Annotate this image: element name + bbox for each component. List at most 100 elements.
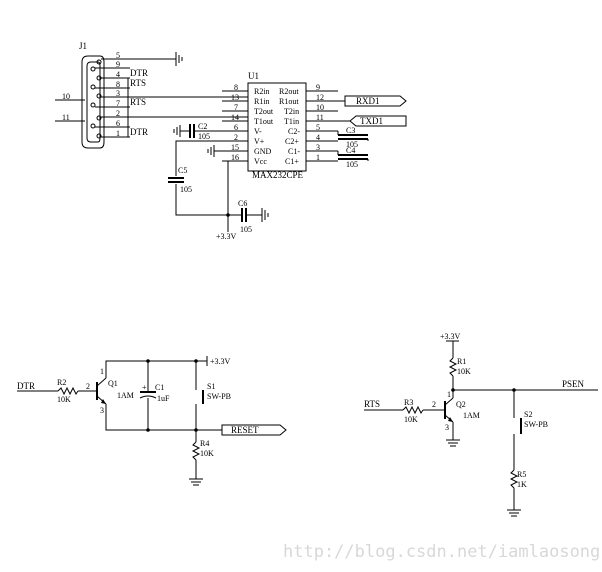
capacitor-c1: + C1 1uF bbox=[139, 383, 170, 403]
svg-text:1: 1 bbox=[447, 390, 451, 399]
connector-net-label: RTS bbox=[130, 78, 146, 88]
svg-text:TXD1: TXD1 bbox=[360, 116, 383, 126]
ic-pin-name: V+ bbox=[254, 137, 265, 146]
svg-text:105: 105 bbox=[346, 140, 358, 149]
connector-ref: J1 bbox=[79, 41, 87, 51]
svg-text:105: 105 bbox=[240, 225, 252, 234]
resistor-r1: R1 10K bbox=[448, 357, 471, 377]
svg-text:Q2: Q2 bbox=[456, 400, 466, 409]
capacitor-c6: C6 105 bbox=[228, 199, 262, 234]
ic-u1: U1 MAX232CPE 8 13 7 14 6 2 15 16 R2in R1… bbox=[222, 71, 338, 180]
ic-pin-number: 13 bbox=[231, 93, 239, 102]
connector-pin-number: 7 bbox=[116, 99, 120, 108]
ic-pin-name: T2out bbox=[254, 107, 274, 116]
capacitor-c3: C3 105 bbox=[337, 126, 369, 149]
wire-label: 10 bbox=[62, 92, 70, 101]
connector-net-label: DTR bbox=[130, 127, 148, 137]
svg-text:1: 1 bbox=[100, 367, 104, 376]
svg-text:C6: C6 bbox=[238, 199, 247, 208]
ground-symbol-q2 bbox=[446, 439, 460, 447]
svg-text:R2: R2 bbox=[57, 378, 66, 387]
svg-text:C2: C2 bbox=[198, 122, 207, 131]
dtr-net-label: DTR bbox=[17, 381, 35, 391]
connector-pin-circles bbox=[90, 59, 102, 139]
ic-pin-number: 1 bbox=[316, 153, 320, 162]
ic-pin-name: R2out bbox=[279, 87, 299, 96]
svg-text:S2: S2 bbox=[524, 410, 532, 419]
ic-pin-number: 12 bbox=[316, 93, 324, 102]
connector-pin-number: 2 bbox=[116, 109, 120, 118]
svg-text:3: 3 bbox=[100, 406, 104, 415]
watermark: http://blog.csdn.net/iamlaosong bbox=[283, 542, 600, 562]
ic-pin-number: 5 bbox=[316, 123, 320, 132]
connector-net-label: RTS bbox=[130, 97, 146, 107]
svg-text:2: 2 bbox=[432, 400, 436, 409]
capacitor-c5: C5 105 bbox=[168, 166, 192, 194]
svg-text:R1: R1 bbox=[457, 357, 466, 366]
transistor-q1: 2 Q1 1AM 1 3 bbox=[86, 367, 134, 415]
ground-symbol-c6 bbox=[261, 208, 269, 222]
svg-text:S1: S1 bbox=[207, 382, 215, 391]
svg-text:R5: R5 bbox=[517, 470, 526, 479]
wire-label: 11 bbox=[62, 113, 70, 122]
svg-text:105: 105 bbox=[346, 160, 358, 169]
svg-text:+: + bbox=[142, 383, 147, 392]
svg-text:R4: R4 bbox=[200, 439, 209, 448]
psen-circuit: +3.3V R1 10K PSEN RTS R3 10K 2 bbox=[364, 332, 598, 517]
ic-pin-number: 2 bbox=[234, 133, 238, 142]
ic-pin-name: R2in bbox=[254, 87, 270, 96]
ic-pin-number: 3 bbox=[316, 143, 320, 152]
svg-text:SW-PB: SW-PB bbox=[524, 420, 548, 429]
ic-pin-name: C1+ bbox=[285, 157, 299, 166]
connector-pin-number: 5 bbox=[116, 51, 120, 60]
svg-text:105: 105 bbox=[180, 185, 192, 194]
svg-text:105: 105 bbox=[198, 132, 210, 141]
ic-part-number: MAX232CPE bbox=[252, 170, 304, 180]
svg-text:RXD1: RXD1 bbox=[356, 96, 380, 106]
connector-pin-number: 4 bbox=[116, 70, 120, 79]
svg-text:Q1: Q1 bbox=[108, 379, 118, 388]
ic-pin-name: T1out bbox=[254, 117, 274, 126]
svg-text:SW-PB: SW-PB bbox=[207, 392, 231, 401]
transistor-q2: 2 Q2 1AM 1 3 bbox=[432, 390, 480, 432]
resistor-r2: R2 10K bbox=[57, 378, 79, 404]
svg-text:10K: 10K bbox=[57, 395, 71, 404]
ground-symbol-c2 bbox=[173, 125, 181, 137]
ic-pin-number: 4 bbox=[316, 133, 320, 142]
resistor-r5: R5 1K bbox=[509, 469, 527, 489]
ic-pin-name: R1in bbox=[254, 97, 270, 106]
ground-symbol-j1 bbox=[175, 52, 183, 66]
svg-text:RESET: RESET bbox=[231, 425, 259, 435]
ground-symbol-r5 bbox=[507, 509, 521, 517]
resistor-r3: R3 10K bbox=[402, 398, 424, 424]
net-flag-reset: RESET bbox=[221, 424, 287, 436]
net-flag-rxd1: RXD1 bbox=[344, 95, 407, 107]
vcc-label: +3.3V bbox=[440, 332, 461, 341]
svg-text:10K: 10K bbox=[404, 415, 418, 424]
capacitor-c4: C4 105 bbox=[337, 146, 369, 169]
ic-pin-number: 15 bbox=[231, 143, 239, 152]
connector-pin-number: 1 bbox=[116, 129, 120, 138]
ic-pin-name: C2- bbox=[288, 127, 300, 136]
ic-ref: U1 bbox=[248, 71, 259, 81]
svg-text:1AM: 1AM bbox=[463, 411, 480, 420]
svg-text:R3: R3 bbox=[404, 398, 413, 407]
svg-text:C1: C1 bbox=[155, 383, 164, 392]
ic-pin-number: 14 bbox=[231, 113, 239, 122]
psen-net-label: PSEN bbox=[562, 379, 585, 389]
vcc-label: +3.3V bbox=[216, 232, 237, 241]
ic-pin-name: T1in bbox=[284, 117, 299, 126]
ground-symbol-r4 bbox=[189, 478, 203, 486]
switch-s2: S2 SW-PB bbox=[513, 410, 548, 440]
connector-net-label: DTR bbox=[130, 68, 148, 78]
connector-pin-number: 9 bbox=[116, 60, 120, 69]
svg-text:10K: 10K bbox=[200, 449, 214, 458]
ic-pin-name: C1- bbox=[288, 147, 300, 156]
capacitor-c2: C2 105 bbox=[180, 122, 222, 141]
ic-pin-name: T2in bbox=[284, 107, 299, 116]
svg-text:3: 3 bbox=[445, 423, 449, 432]
vcc-label: +3.3V bbox=[210, 357, 231, 366]
ic-pin-name: GND bbox=[254, 147, 272, 156]
svg-text:C5: C5 bbox=[178, 166, 187, 175]
